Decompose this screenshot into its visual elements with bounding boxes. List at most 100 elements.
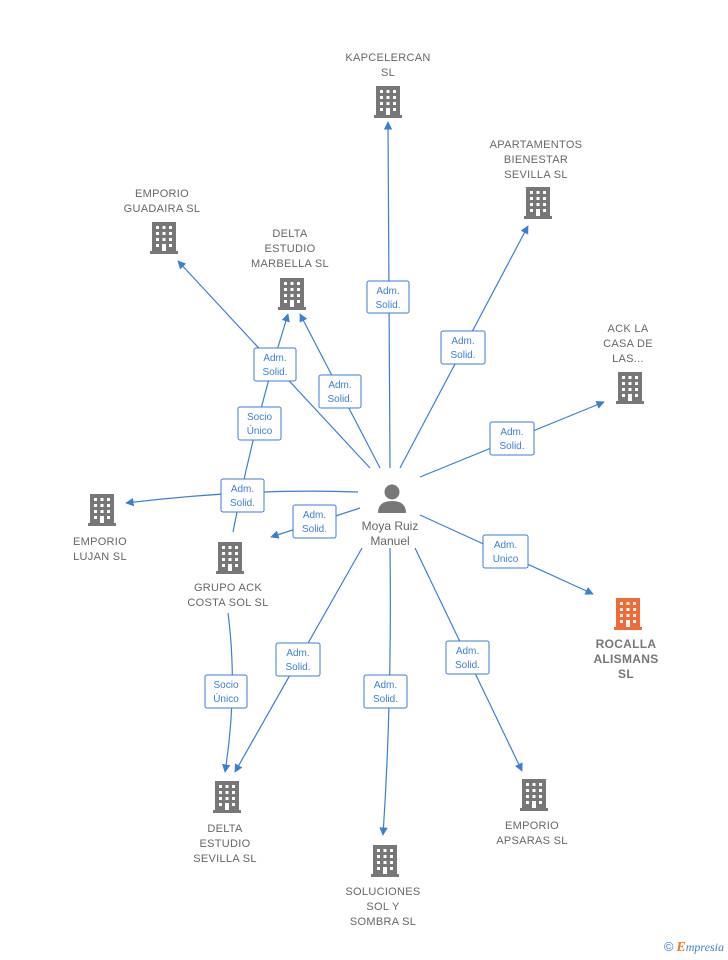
company-label-line: SL [618, 667, 634, 681]
edge-label-box [366, 280, 410, 314]
edge-label-line: Adm. [328, 380, 351, 391]
company-label-line: ROCALLA [596, 637, 657, 651]
company-label-line: GRUPO ACK [194, 582, 262, 594]
building-icon [616, 372, 644, 404]
company-label-line: SOMBRA SL [350, 916, 416, 928]
company-label-line: GUADAIRA SL [124, 203, 201, 215]
edge-label-box [318, 374, 362, 409]
company-node-emporio-apsaras[interactable]: EMPORIO APSARAS SL [496, 779, 567, 847]
company-label-line: SEVILLA SL [193, 853, 257, 865]
edge-label-line: Solid. [455, 660, 480, 671]
edge-label-line: Solid. [302, 524, 327, 535]
company-node-ack-casa[interactable]: ACK LA CASA DE LAS... [603, 323, 653, 404]
edge-label-to-apsaras[interactable]: Adm. Solid. [445, 640, 490, 675]
edge-label-to-kapcelercan[interactable]: Adm. Solid. [366, 280, 410, 314]
edge-label-box [489, 421, 535, 456]
edge-label-line: Adm. [374, 680, 397, 691]
company-label-line: LUJAN SL [73, 551, 127, 563]
edge-label-box [204, 674, 248, 709]
company-label-line: SL [381, 67, 395, 79]
building-icon [88, 494, 116, 526]
company-label-line: MARBELLA SL [251, 258, 329, 270]
company-label-line: KAPCELERCAN [345, 52, 430, 64]
company-node-grupo-ack[interactable]: GRUPO ACK COSTA SOL SL [187, 542, 268, 609]
brand-name: mpresia [685, 940, 724, 954]
edge-lines [125, 121, 605, 836]
person-name-line-2: Manuel [370, 534, 409, 548]
company-label-line: EMPORIO [135, 188, 189, 200]
company-label-line: DELTA [272, 228, 308, 240]
edge-label-line: Adm. [500, 427, 523, 438]
edge-label-to-guadaira[interactable]: Adm.Solid. [253, 347, 297, 382]
company-label-line: SEVILLA SL [504, 169, 568, 181]
edge-label-box [440, 330, 486, 365]
company-node-emporio-guadaira[interactable]: EMPORIO GUADAIRA SL [124, 188, 201, 254]
edge-label-line: Unico [493, 554, 519, 565]
edge-label-to-lujan[interactable]: Adm. Solid. [220, 478, 265, 513]
edge-label-line: Solid. [285, 662, 310, 673]
edge-label-to-grupo-ack[interactable]: Adm. Solid. [292, 504, 337, 539]
edge-label-line: Solid. [327, 394, 352, 405]
company-label-line: SOLUCIONES [345, 886, 420, 898]
empresia-brand-mark[interactable]: ©Empresia [664, 939, 724, 956]
edge-label-line: Solid. [450, 350, 475, 361]
edge-label-to-soluciones[interactable]: Adm.Solid. [363, 674, 408, 709]
company-node-emporio-lujan[interactable]: EMPORIO LUJAN SL [73, 494, 127, 563]
edge-label-box [445, 640, 490, 675]
edge-label-to-ack-casa[interactable]: Adm. Solid. [489, 421, 535, 456]
building-icon [520, 779, 548, 811]
building-icon [374, 86, 402, 118]
company-label-line: APARTAMENTOS [490, 139, 583, 151]
edge-label-box [237, 406, 282, 441]
edge-label-line: Adm. [494, 540, 517, 551]
company-label-line: DELTA [207, 823, 243, 835]
edge-label-line: Adm. [456, 646, 479, 657]
company-label-line: LAS... [612, 353, 644, 365]
edge-label-line: Adm. [286, 648, 309, 659]
company-label-line: CASA DE [603, 338, 653, 350]
person-icon [378, 484, 406, 513]
edge-label-to-apartamentos[interactable]: Adm. Solid. [440, 330, 486, 365]
edge-label-line: Solid. [499, 441, 524, 452]
company-node-delta-sevilla[interactable]: DELTA ESTUDIO SEVILLA SL [193, 781, 257, 865]
edge-label-line: Socio [213, 680, 238, 691]
edge-label-line: Adm. [231, 484, 254, 495]
edge-label-box [363, 674, 408, 709]
edge-label-line: Adm. [303, 510, 326, 521]
company-label-line: COSTA SOL SL [187, 597, 268, 609]
edge-label-to-marbella[interactable]: Adm. Solid. [318, 374, 362, 409]
copyright-symbol: © [663, 939, 674, 954]
edge-label-line: Único [247, 424, 273, 437]
edge-label-to-delta-sevilla[interactable]: Adm. Solid. [275, 642, 321, 677]
edge-label-box [275, 642, 321, 677]
edge-label-to-rocalla[interactable]: Adm. Unico [482, 534, 529, 569]
edge-label-line: Adm. [376, 286, 399, 297]
company-node-delta-marbella[interactable]: DELTA ESTUDIO MARBELLA SL [251, 228, 329, 310]
company-node-apartamentos[interactable]: APARTAMENTOS BIENESTAR SEVILLA SL [490, 139, 583, 219]
edge-label-line: Solid. [230, 498, 255, 509]
company-label-line: ACK LA [608, 323, 649, 335]
company-label-line: APSARAS SL [496, 835, 567, 847]
company-node-kapcelercan[interactable]: KAPCELERCAN SL [345, 52, 430, 118]
edge-label-line: Adm. [451, 336, 474, 347]
company-label-line: EMPORIO [505, 820, 559, 832]
building-icon [213, 781, 241, 813]
center-person-node[interactable]: Moya Ruiz Manuel [362, 484, 419, 549]
building-icon [216, 542, 244, 574]
edge-label-line: Solid. [375, 300, 400, 311]
company-label-line: EMPORIO [73, 536, 127, 548]
company-label-line: ESTUDIO [265, 243, 316, 255]
building-icon [614, 598, 642, 630]
company-label-line: BIENESTAR [504, 154, 568, 166]
edge-label-line: Único [213, 692, 239, 705]
edge-labels: Adm. Solid. Adm. Solid. Adm. Solid. Adm. Solid.… [204, 280, 535, 709]
edge-label-line: Adm. [263, 353, 286, 364]
edge-label-box [482, 534, 529, 569]
company-label-line: ESTUDIO [200, 838, 251, 850]
edge-label-box [292, 504, 337, 539]
edge-label-line: Socio [247, 412, 272, 423]
